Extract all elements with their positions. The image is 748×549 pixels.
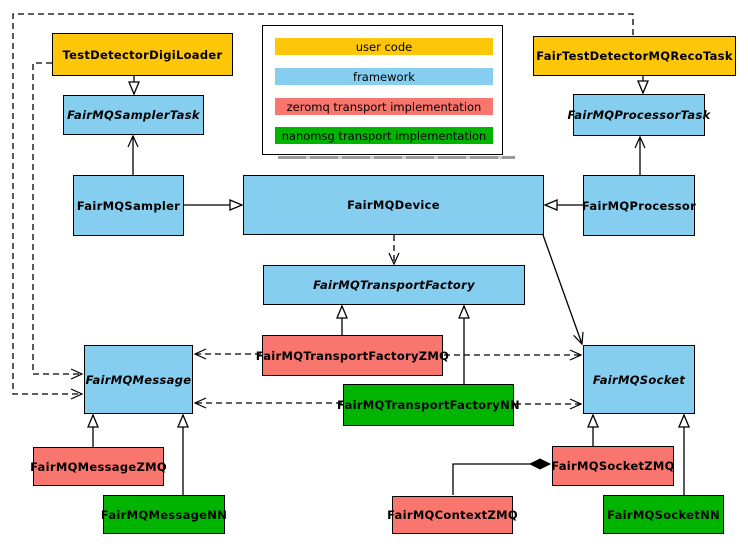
legend-item-user-code: user code (275, 38, 493, 55)
legend-label: zeromq transport implementation (286, 99, 482, 114)
node-fairmqsampler: FairMQSampler (73, 175, 184, 236)
legend-label: nanomsg transport implementation (281, 128, 487, 143)
edge-digiloader-depends-message (32, 62, 84, 380)
edge-recotask-depends-message (12, 13, 634, 400)
legend-label: user code (355, 39, 413, 54)
node-fairmqcontextzmq: FairMQContextZMQ (387, 496, 518, 534)
node-fairmqsamplertask: FairMQSamplerTask (63, 95, 204, 135)
node-fairmqtransportfactorynn: FairMQTransportFactoryNN (337, 384, 520, 426)
legend-item-nanomsg: nanomsg transport implementation (275, 127, 493, 144)
node-fairmqsocketzmq: FairMQSocketZMQ (551, 446, 674, 486)
node-fairmqprocessortask: FairMQProcessorTask (567, 94, 710, 136)
legend-shadow (278, 156, 515, 159)
node-fairmqsocketnn: FairMQSocketNN (603, 495, 724, 534)
legend-item-zeromq: zeromq transport implementation (275, 98, 493, 115)
node-fairmqmessage: FairMQMessage (84, 345, 193, 414)
legend: user code framework zeromq transport imp… (262, 25, 503, 155)
node-fairmqmessagenn: FairMQMessageNN (101, 495, 227, 534)
node-fairmqsocket: FairMQSocket (583, 345, 695, 414)
node-fairmqtransportfactoryzmq: FairMQTransportFactoryZMQ (256, 335, 449, 376)
legend-label: framework (353, 69, 415, 84)
node-fairtestdetectormqrecotask: FairTestDetectorMQRecoTask (533, 36, 736, 76)
edge-device-uses-socket (542, 234, 584, 346)
legend-item-framework: framework (275, 68, 493, 85)
node-fairmqdevice: FairMQDevice (243, 175, 544, 235)
node-fairmqtransportfactory: FairMQTransportFactory (263, 265, 525, 305)
edge-socketzmq-owns-contextzmq (452, 464, 550, 495)
node-fairmqprocessor: FairMQProcessor (582, 175, 696, 236)
node-testdetectordigiloader: TestDetectorDigiLoader (52, 33, 233, 76)
node-fairmqmessagezmq: FairMQMessageZMQ (30, 447, 167, 486)
